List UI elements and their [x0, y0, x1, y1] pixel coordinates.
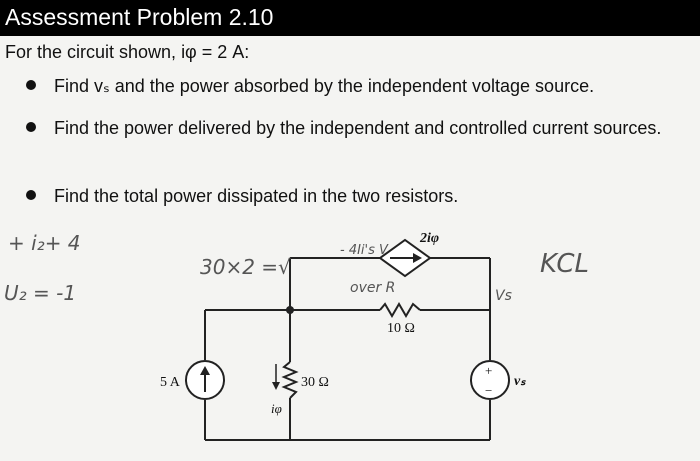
source-5a-label: 5 A	[160, 375, 181, 390]
bullet-text: Find the power delivered by the independ…	[54, 118, 662, 138]
title-bar: Assessment Problem 2.10	[0, 0, 700, 36]
voltage-source-minus: −	[485, 383, 492, 398]
circuit-wires	[204, 257, 491, 441]
handwritten-vs: Vs	[495, 288, 512, 304]
handwritten-note-top-left: + i₂+ 4	[8, 231, 81, 255]
resistor-10	[379, 302, 421, 318]
resistor-10-label: 10 Ω	[387, 321, 415, 336]
bullet-dot-icon	[26, 190, 36, 200]
current-arrow-head	[272, 382, 280, 390]
bullet-dot-icon	[26, 122, 36, 132]
handwritten-calc: 30×2 =√	[200, 255, 291, 279]
voltage-source-label: vₛ	[514, 374, 526, 389]
dependent-source-label: 2iφ	[419, 231, 439, 246]
page-title: Assessment Problem 2.10	[5, 4, 274, 30]
handwritten-kcl: KCL	[540, 249, 589, 279]
bullet-dot-icon	[26, 80, 36, 90]
source-arrow-head	[200, 366, 210, 375]
node-dot	[286, 306, 294, 314]
resistor-30	[281, 361, 299, 399]
page-background	[0, 36, 700, 461]
handwritten-voltage-note: - 4Ii's V	[340, 243, 389, 258]
handwritten-note-left: U₂ = -1	[4, 281, 76, 305]
voltage-source-plus: +	[485, 363, 492, 378]
voltage-source	[470, 360, 510, 400]
dependent-source-diamond	[378, 238, 432, 278]
bullet-text: Find vₛ and the power absorbed by the in…	[54, 76, 595, 96]
handwritten-over-r: over R	[350, 280, 395, 296]
resistor-30-label: 30 Ω	[301, 375, 329, 390]
bullet-text: Find the total power dissipated in the t…	[54, 186, 459, 206]
current-label: iφ	[271, 401, 282, 416]
problem-intro: For the circuit shown, iφ = 2 A:	[5, 42, 250, 62]
